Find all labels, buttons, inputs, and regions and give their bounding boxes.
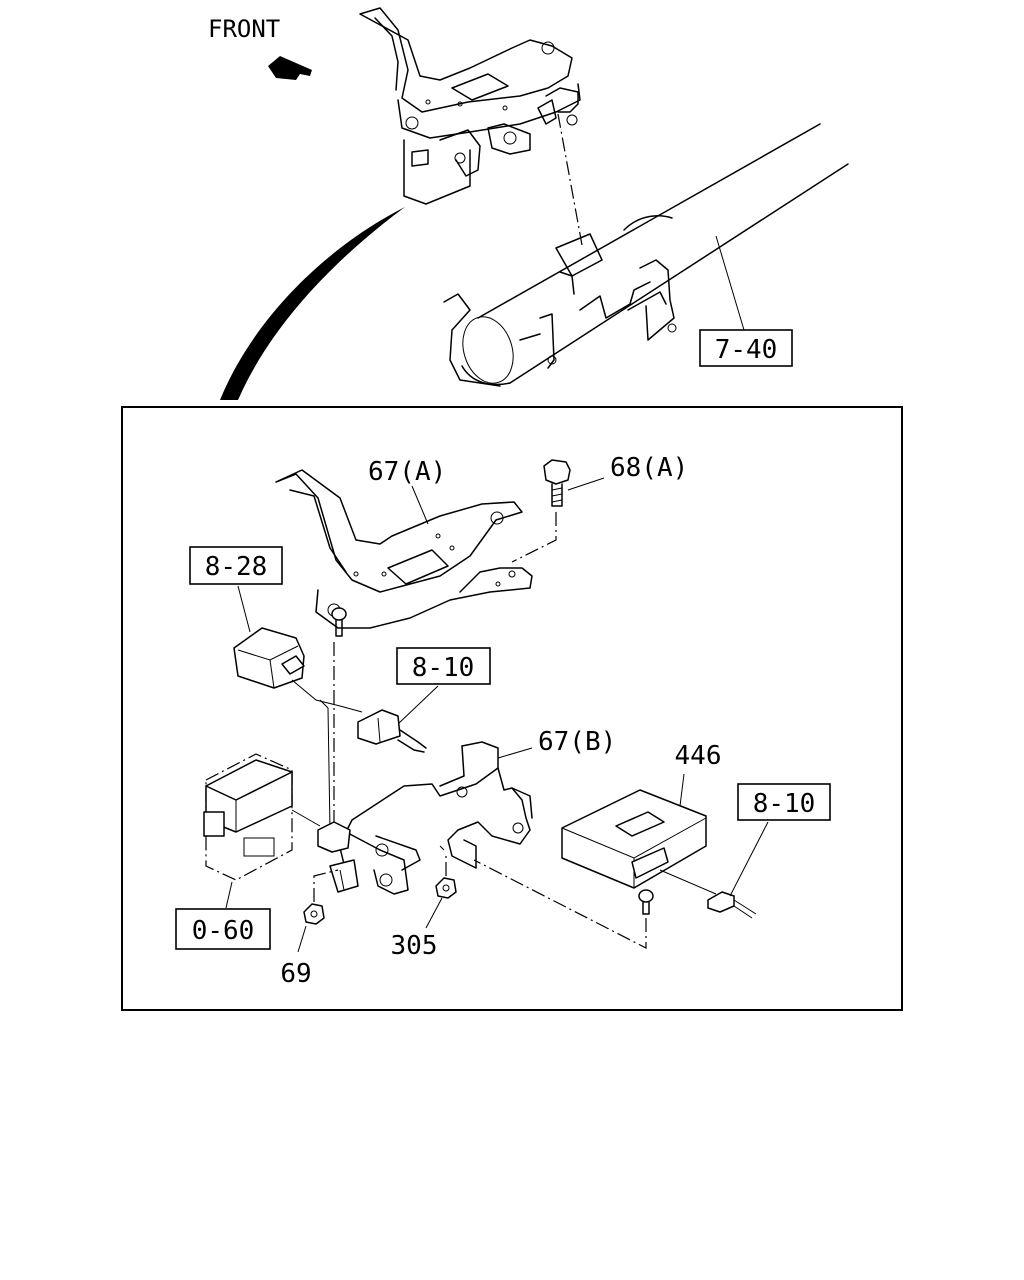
ref-8-10-b-label: 8-10 (753, 789, 816, 819)
ref-0-60-box (175, 908, 271, 950)
relay-wire (291, 679, 363, 713)
module-0-60-wire (291, 809, 321, 827)
ref-8-10-b-box (737, 783, 831, 821)
overview-beam (443, 123, 849, 387)
ref-0-60-label: 0-60 (192, 916, 255, 946)
unit-446-wire (659, 869, 717, 895)
nut-69-line (313, 869, 339, 902)
leader-part-69 (297, 925, 307, 953)
leader-part-67b (497, 747, 533, 759)
part-68a-bolt (543, 459, 571, 507)
leader-ref-8-10-b (729, 821, 769, 897)
part-446-label: 446 (675, 741, 722, 771)
part-68a-label: 68(A) (610, 453, 688, 483)
screw-446 (638, 889, 654, 915)
ref-8-28-box (189, 546, 283, 585)
connector-8-10-b (707, 891, 757, 919)
connector-8-10-a (357, 709, 427, 753)
front-label: FRONT (208, 15, 280, 43)
relay-wire-down (319, 699, 331, 831)
part-67b-bracket (317, 741, 533, 895)
ref-8-10-a-box (396, 647, 491, 685)
leader-part-67a (411, 485, 429, 525)
leader-part-446 (679, 773, 685, 807)
part-69-nut (303, 903, 325, 925)
ref-7-40-label: 7-40 (715, 335, 778, 365)
detail-pointer-curve (220, 207, 405, 400)
screw-under-67a (331, 607, 347, 637)
overview-bracket-assembly (359, 7, 581, 205)
leader-part-305 (425, 897, 443, 929)
front-arrow-icon (268, 56, 312, 80)
detail-frame (121, 406, 903, 1011)
part-305-label: 305 (391, 931, 438, 961)
leader-ref-0-60 (225, 881, 233, 909)
part-67a-label: 67(A) (368, 457, 446, 487)
ref-7-40-box (699, 329, 793, 367)
part-305-nut (435, 877, 457, 899)
ref-8-28-label: 8-28 (205, 552, 268, 582)
control-unit-446 (561, 789, 707, 889)
leader-ref-8-28 (237, 585, 251, 633)
ref-8-10-a-label: 8-10 (412, 653, 475, 683)
part-69-label: 69 (280, 959, 311, 989)
leader-ref-8-10-a (397, 685, 439, 725)
relay-8-28 (233, 627, 305, 689)
leader-part-68a (567, 477, 605, 491)
overview-fastener-line (557, 113, 583, 246)
part-67a-bracket (275, 469, 533, 629)
screw-446-line (473, 859, 647, 949)
module-0-60 (203, 753, 293, 881)
bolt-68a-line (511, 512, 557, 563)
part-67b-label: 67(B) (538, 727, 616, 757)
leader-ref-7-40 (715, 235, 745, 331)
